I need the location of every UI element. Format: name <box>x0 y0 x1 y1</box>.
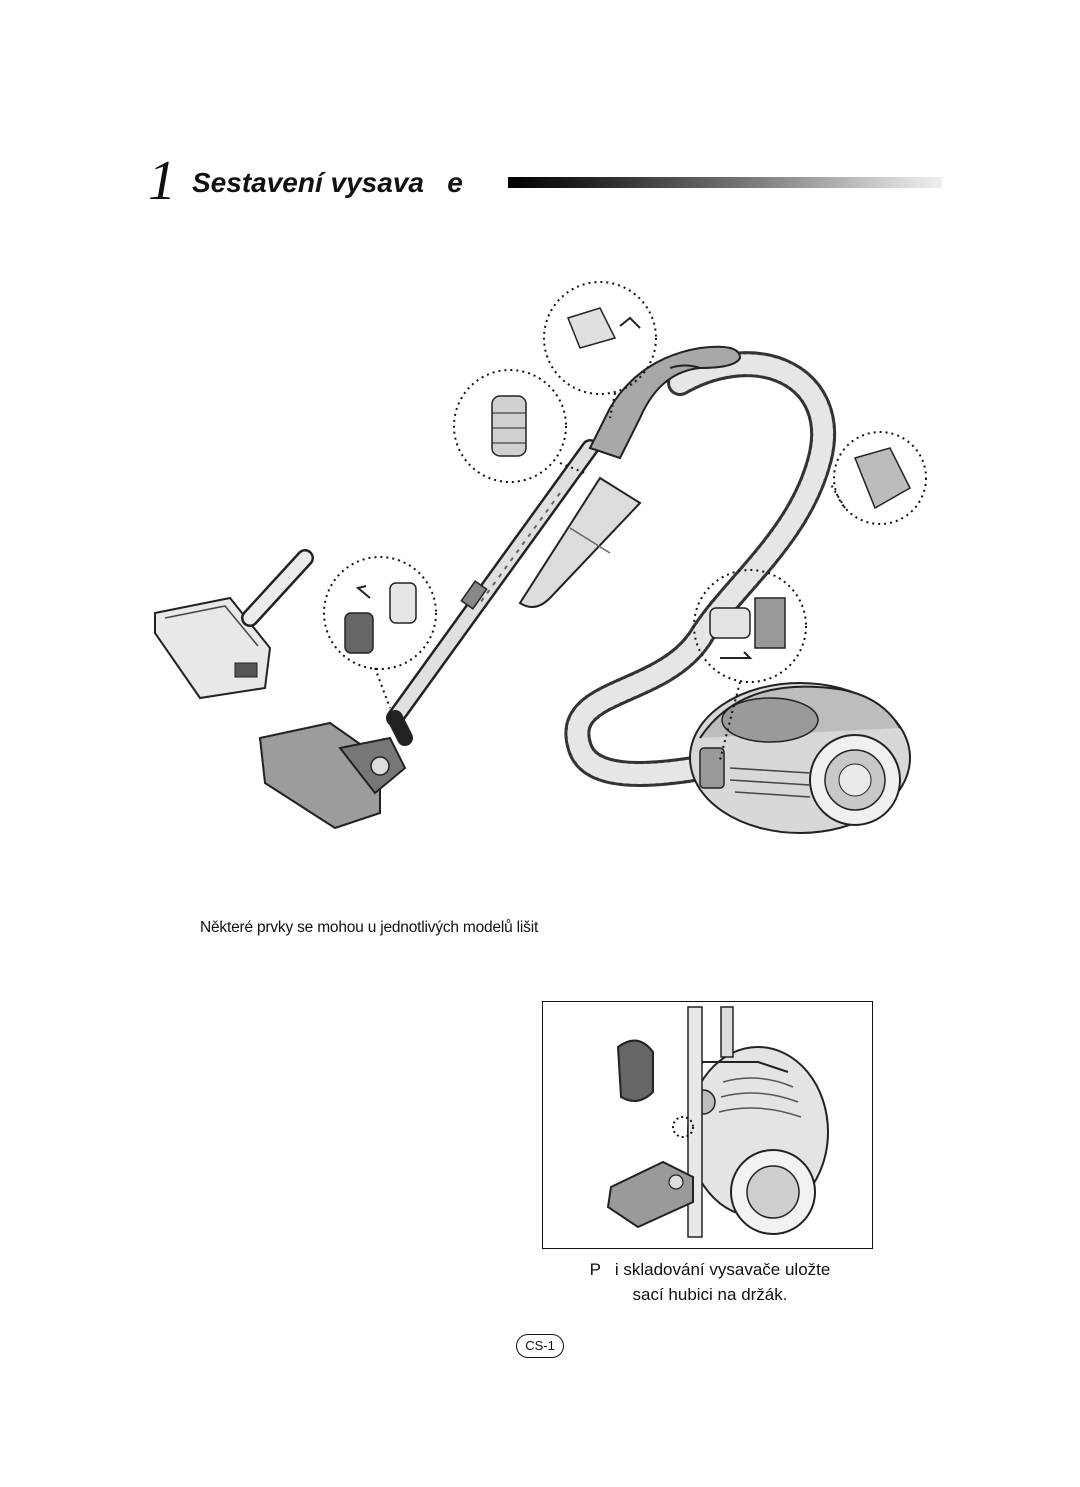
storage-caption-line-1: P i skladování vysavače uložte <box>589 1260 831 1279</box>
title-gradient-rule <box>508 177 942 188</box>
page-number: CS-1 <box>516 1334 564 1358</box>
vacuum-assembly-illustration <box>154 281 927 834</box>
crevice-tool <box>518 476 642 608</box>
storage-illustration <box>606 1006 829 1238</box>
detail-circle-accessory-holder <box>833 431 927 525</box>
detail-circle-pipe-top <box>543 281 657 395</box>
storage-illustration-frame <box>542 1001 873 1249</box>
canister-body <box>689 682 911 834</box>
section-number: 1 <box>148 150 176 212</box>
storage-caption-line-2: sací hubici na držák. <box>632 1285 788 1304</box>
section-title: Sestavení vysava e <box>192 167 463 198</box>
section-header: 1 Sestavení vysava e <box>148 150 948 220</box>
model-variation-note: Některé prvky se mohou u jednotlivých mo… <box>200 919 539 936</box>
handle-grip <box>588 345 742 460</box>
floor-nozzle-assembled <box>258 710 413 830</box>
storage-caption: P i skladování vysavače uložte sací hubi… <box>520 1257 900 1307</box>
detail-circle-hose-connect <box>693 569 807 683</box>
floor-nozzle-detail <box>154 549 314 700</box>
detail-circle-handle-filter <box>453 369 567 483</box>
detail-circle-pipe-connect <box>323 556 437 670</box>
telescopic-pipe <box>386 439 599 727</box>
